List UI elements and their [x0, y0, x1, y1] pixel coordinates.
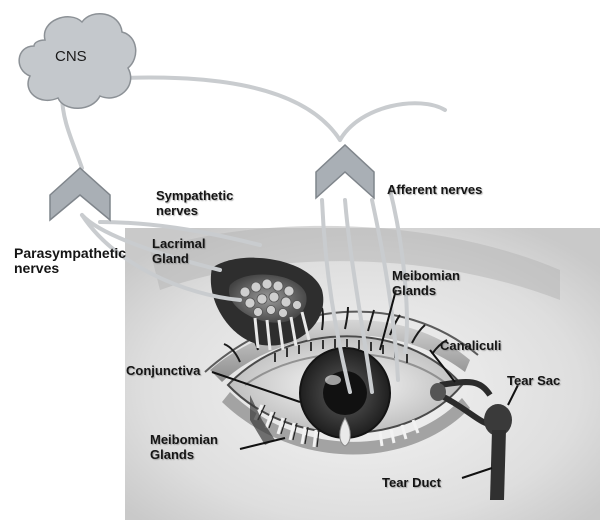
chevron-up-icon [315, 143, 375, 200]
canaliculi-label: Canaliculi [440, 338, 502, 353]
tear-sac-label: Tear Sac [507, 373, 561, 388]
conjunctiva-label: Conjunctiva [126, 363, 201, 378]
meibomian-upper-line-1: Meibomian [392, 268, 460, 283]
meibomian-glands-upper-label: Meibomian Glands [392, 268, 460, 298]
lacrimal-gland-label: Lacrimal Gland [152, 236, 205, 266]
nerve-pathways [60, 75, 447, 394]
parasympathetic-label-line-1: Parasympathetic [14, 245, 127, 261]
sympathetic-nerves-label: Sympathetic nerves [156, 188, 233, 218]
afferent-nerves-label: Afferent nerves [387, 182, 483, 197]
meibomian-lower-line-1: Meibomian [150, 432, 218, 447]
cns-label: CNS [55, 48, 87, 65]
lacrimal-label-line-1: Lacrimal [152, 236, 206, 251]
meibomian-glands-lower-label: Meibomian Glands [150, 432, 218, 462]
sympathetic-label-line-2: nerves [156, 203, 198, 218]
chevron-up-icon [49, 166, 111, 222]
sympathetic-label-line-1: Sympathetic [156, 188, 234, 203]
leader-lines [211, 289, 519, 479]
parasympathetic-nerves-label: Parasympathetic nerves [14, 246, 126, 276]
parasympathetic-label-line-2: nerves [14, 260, 60, 276]
lacrimal-label-line-2: Gland [152, 251, 189, 266]
meibomian-lower-line-2: Glands [150, 447, 195, 462]
tear-duct-label: Tear Duct [382, 475, 441, 490]
meibomian-upper-line-2: Glands [392, 283, 437, 298]
cns-cloud [18, 13, 137, 109]
